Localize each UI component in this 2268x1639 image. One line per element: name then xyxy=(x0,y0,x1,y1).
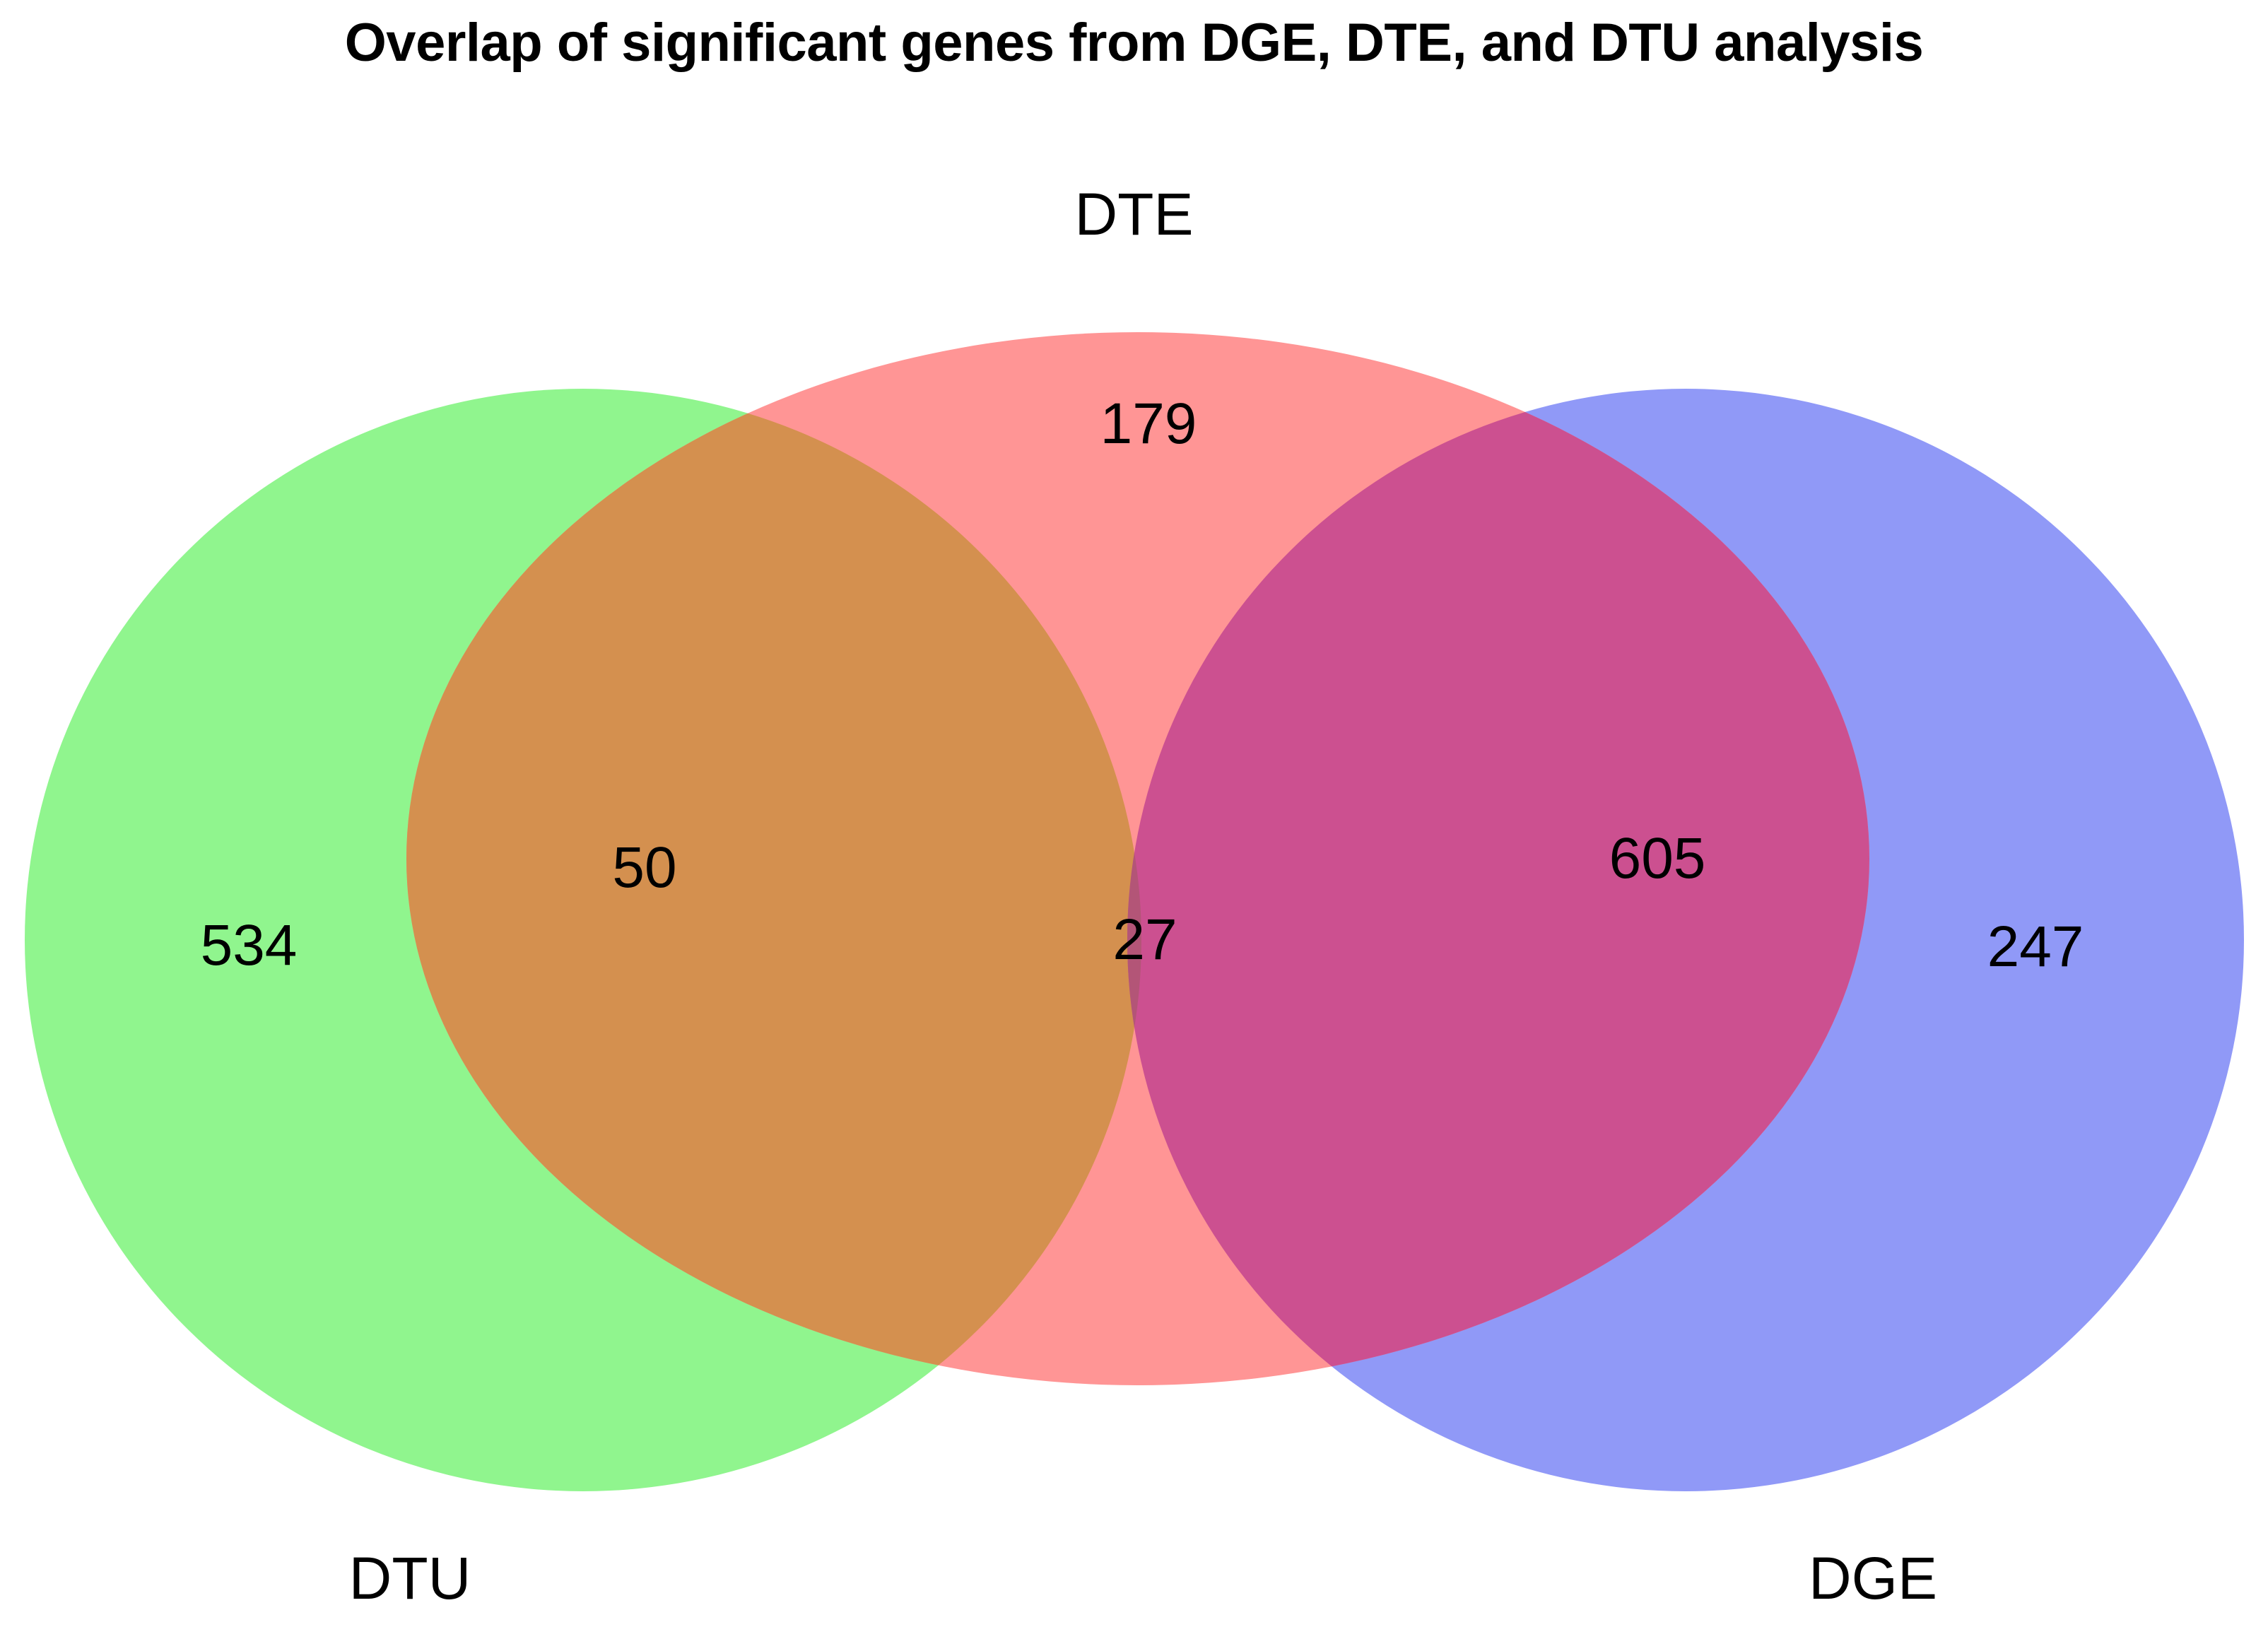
count-dtu-only: 534 xyxy=(200,913,298,977)
count-dge-only: 247 xyxy=(1987,915,2084,979)
count-all-three: 27 xyxy=(1112,907,1177,972)
venn-region-dte-dge xyxy=(1127,389,1869,1385)
count-dte-only: 179 xyxy=(1100,392,1197,456)
count-dtu-dte: 50 xyxy=(612,835,677,900)
count-dte-dge: 605 xyxy=(1609,826,1706,891)
set-label-dte: DTE xyxy=(1074,181,1194,247)
set-label-dtu: DTU xyxy=(348,1545,471,1611)
page-title: Overlap of significant genes from DGE, D… xyxy=(344,12,1924,73)
set-label-dge: DGE xyxy=(1808,1545,1938,1611)
